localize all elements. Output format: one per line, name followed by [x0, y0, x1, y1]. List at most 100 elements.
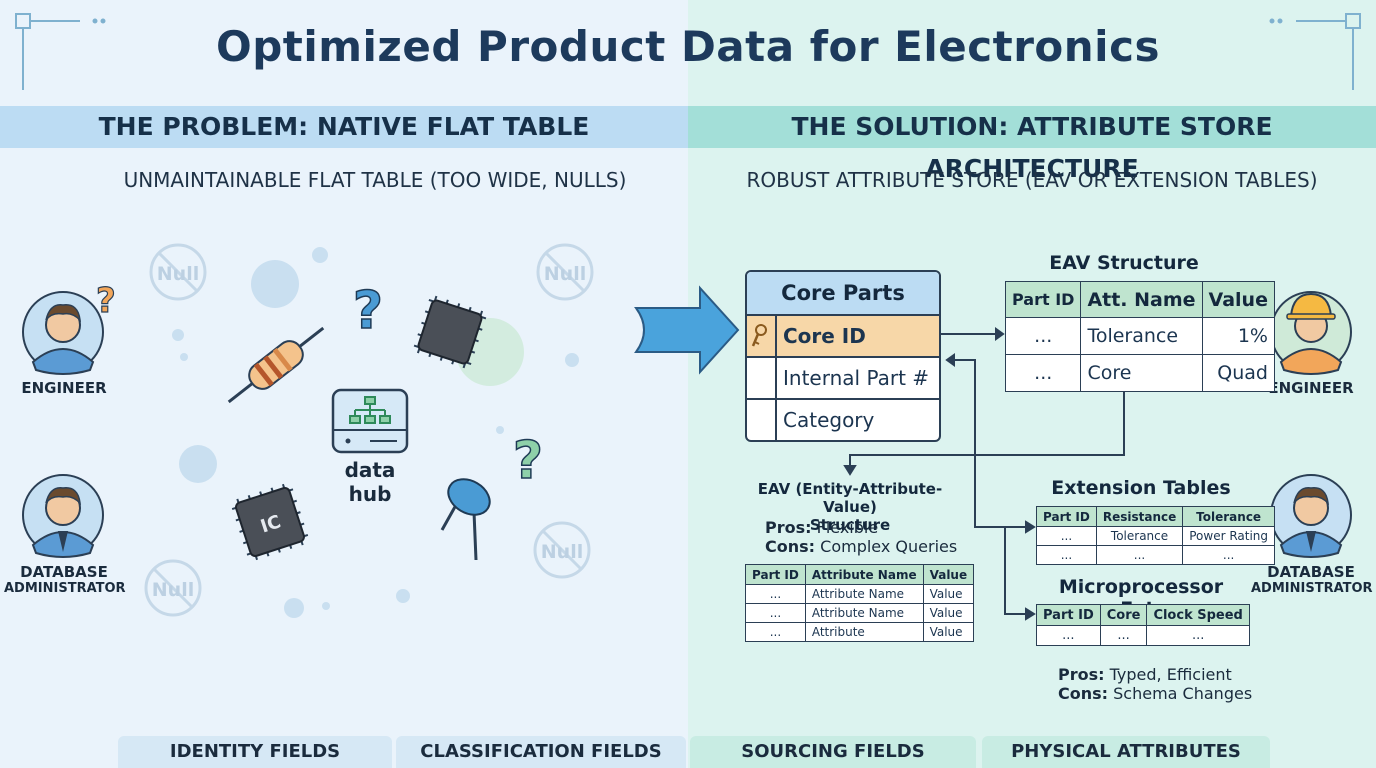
- eav-header: Att. Name: [1080, 281, 1203, 318]
- null-text-1: Null: [157, 263, 199, 285]
- microchip-icon: [413, 295, 487, 369]
- table-row: ... Attribute Name Value: [745, 603, 975, 623]
- extension-table: Part ID Resistance Tolerance ... Toleran…: [1036, 506, 1276, 565]
- eav-explain-title-line2: Structure: [809, 516, 891, 534]
- null-text-4: Null: [152, 579, 194, 601]
- extension-cell: ...: [1095, 545, 1184, 565]
- page-title: Optimized Product Data for Electronics: [216, 22, 1160, 71]
- eav-example-cell: Value: [922, 622, 975, 642]
- eav-cell: ...: [1004, 317, 1082, 355]
- engineer-persona-left: ENGINEER: [4, 380, 124, 397]
- table-row: ... Tolerance 1%: [1004, 317, 1275, 355]
- table-row: ... ... ...: [1036, 545, 1276, 565]
- question-icon-1: ?: [353, 281, 383, 341]
- ext-cons-text: Schema Changes: [1113, 684, 1253, 703]
- core-table-cell: Internal Part #: [783, 366, 930, 390]
- eav-example-cell: Attribute Name: [804, 584, 924, 604]
- extension-cell: ...: [1036, 526, 1097, 546]
- eav-example-cell: Attribute: [804, 622, 924, 642]
- null-badge-2: Null: [536, 243, 594, 301]
- table-row: ... ... ...: [1036, 625, 1250, 646]
- null-badge-3: Null: [533, 521, 591, 579]
- extension-header: Part ID: [1036, 506, 1097, 527]
- engineer-question-icon: ?: [96, 281, 116, 321]
- capacitor-icon: [440, 478, 491, 561]
- core-table-row: Internal Part #: [747, 358, 939, 400]
- eav-structure-table: Part ID Att. Name Value ... Tolerance 1%…: [1004, 281, 1275, 392]
- eav-example-cell: ...: [745, 603, 806, 623]
- extension-cell: Tolerance: [1095, 526, 1184, 546]
- core-table-title: Core Parts Table: [747, 272, 939, 347]
- data-hub-icon: [331, 388, 409, 454]
- eav-example-header: Value: [922, 564, 975, 585]
- extension-pros-cons: Pros: Typed, Efficient Cons: Schema Chan…: [1058, 665, 1252, 703]
- engineer-avatar-right: [1270, 291, 1352, 375]
- microprocessor-header: Part ID: [1036, 604, 1101, 626]
- null-text-2: Null: [544, 263, 586, 285]
- eav-pros-cons: Pros: Flexible Cons: Complex Queries: [765, 518, 957, 556]
- eav-explain-title-line1: EAV (Entity-Attribute-Value): [757, 480, 943, 516]
- eav-pros-label: Pros:: [765, 518, 812, 537]
- tab-sourcing-fields[interactable]: SOURCING FIELDS: [690, 736, 976, 768]
- resistor-icon: [227, 326, 325, 404]
- dba-label-right-2: ADMINISTRATOR: [1251, 581, 1373, 596]
- eav-example-cell: Value: [922, 584, 975, 604]
- extension-cell: ...: [1036, 545, 1097, 565]
- table-row: ... Attribute Value: [745, 622, 975, 642]
- eav-example-cell: Value: [922, 603, 975, 623]
- core-table-cell: Core ID: [783, 324, 866, 348]
- null-badge-4: Null: [144, 559, 202, 617]
- tab-identity-fields[interactable]: IDENTITY FIELDS: [118, 736, 392, 768]
- engineer-label-left: ENGINEER: [21, 379, 107, 397]
- eav-cons-label: Cons:: [765, 537, 816, 556]
- eav-example-table: Part ID Attribute Name Value ... Attribu…: [745, 564, 975, 642]
- eav-example-header: Attribute Name: [804, 564, 924, 585]
- microprocessor-ext-table: Part ID Core Clock Speed ... ... ...: [1036, 604, 1250, 646]
- eav-structure-title: EAV Structure: [1049, 252, 1199, 274]
- eav-cell: Quad: [1201, 354, 1275, 392]
- dba-persona-left: DATABASE ADMINISTRATOR: [4, 564, 126, 597]
- eav-cell: Core: [1080, 354, 1203, 392]
- core-table-row-pk: Core ID: [747, 316, 939, 358]
- dba-label-right-1: DATABASE: [1267, 563, 1355, 581]
- dba-avatar-right: [1270, 474, 1352, 558]
- solution-header: THE SOLUTION: ATTRIBUTE STORE ARCHITECTU…: [688, 106, 1376, 183]
- eav-header: Part ID: [1004, 281, 1082, 318]
- extension-header: Resistance: [1095, 506, 1184, 527]
- dba-label-left-2: ADMINISTRATOR: [4, 581, 126, 596]
- transition-arrow-icon: [634, 285, 740, 375]
- null-badge-1: Null: [149, 243, 207, 301]
- core-table-cell: Category: [783, 408, 875, 432]
- tab-classification-fields[interactable]: CLASSIFICATION FIELDS: [396, 736, 686, 768]
- microprocessor-cell: ...: [1146, 625, 1250, 646]
- eav-header: Value: [1201, 281, 1275, 318]
- microprocessor-header: Core: [1099, 604, 1148, 626]
- ext-cons-label: Cons:: [1058, 684, 1109, 703]
- key-icon: [747, 316, 777, 356]
- eav-explain-title: EAV (Entity-Attribute-Value) Structure: [735, 480, 965, 534]
- extension-cell: ...: [1182, 545, 1276, 565]
- microprocessor-cell: ...: [1036, 625, 1101, 646]
- ext-pros-label: Pros:: [1058, 665, 1105, 684]
- eav-cell: ...: [1004, 354, 1082, 392]
- microprocessor-header: Clock Speed: [1146, 604, 1250, 626]
- connector-lines: [843, 327, 1125, 621]
- core-parts-table: Core Parts Table Core ID Internal Part #…: [745, 270, 941, 442]
- question-icon-2: ?: [513, 431, 543, 491]
- extension-tables-title: Extension Tables: [1051, 477, 1231, 499]
- data-hub-label: data hub: [344, 458, 396, 506]
- ext-pros-text: Typed, Efficient: [1109, 665, 1232, 684]
- engineer-label-right: ENGINEER: [1268, 379, 1354, 397]
- eav-example-cell: ...: [745, 622, 806, 642]
- extension-cell: Power Rating: [1182, 526, 1276, 546]
- eav-cell: 1%: [1201, 317, 1275, 355]
- problem-header: THE PROBLEM: NATIVE FLAT TABLE: [0, 106, 688, 148]
- eav-example-cell: ...: [745, 584, 806, 604]
- solution-caption: ROBUST ATTRIBUTE STORE (EAV OR EXTENSION…: [746, 168, 1318, 192]
- dba-avatar-left: [22, 474, 104, 558]
- table-row: ... Attribute Name Value: [745, 584, 975, 604]
- tab-physical-attributes[interactable]: PHYSICAL ATTRIBUTES: [982, 736, 1270, 768]
- eav-cell: Tolerance: [1080, 317, 1203, 355]
